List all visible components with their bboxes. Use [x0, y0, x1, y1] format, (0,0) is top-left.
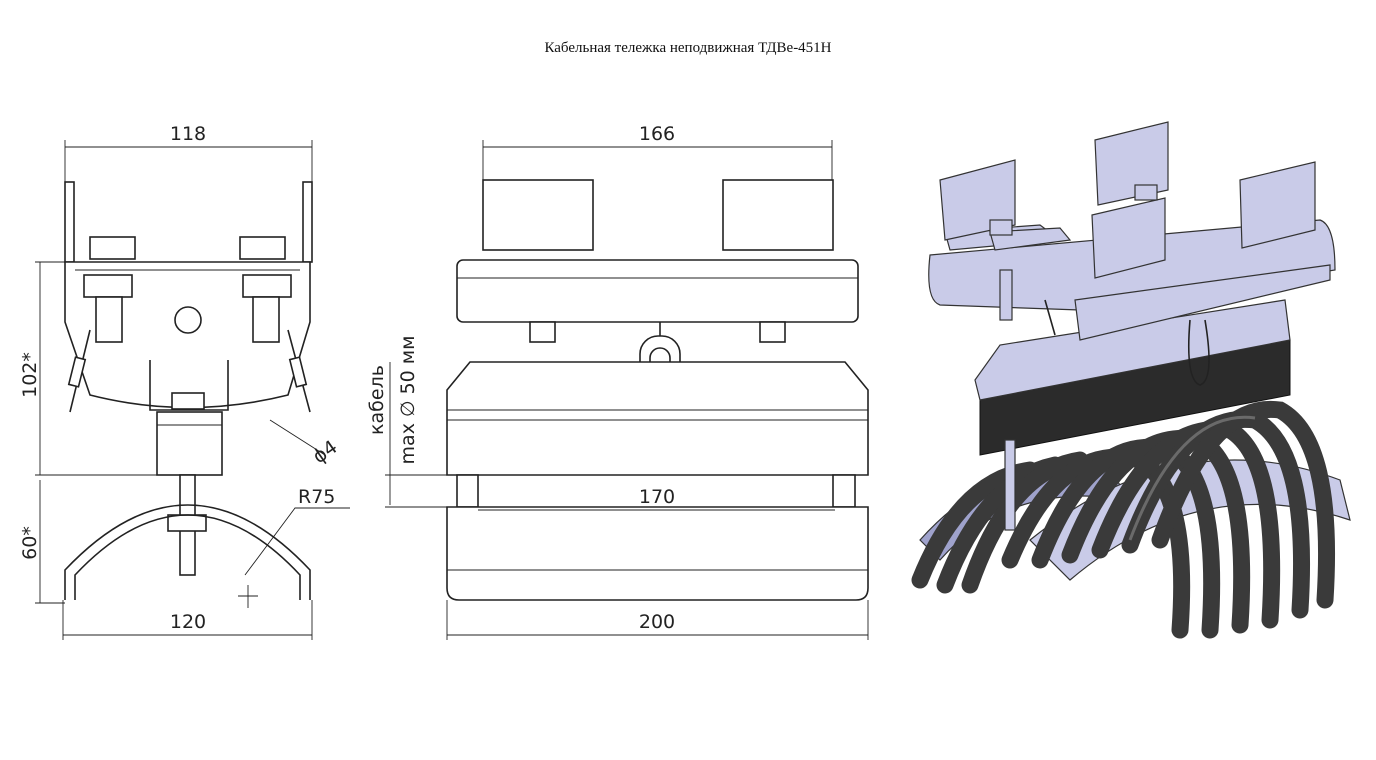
side-view: 118 ϕ4 R75 [19, 123, 350, 640]
isometric-view [911, 121, 1351, 639]
cable-max-diameter: max ∅ 50 мм [397, 336, 419, 465]
bolt-right [239, 236, 292, 343]
dim-front-width-bottom: 200 [639, 611, 675, 633]
bolt-left [83, 236, 136, 343]
dim-front-width-top: 166 [639, 123, 675, 145]
cable-label: кабель [366, 365, 388, 435]
dim-hole-diameter: ϕ4 [309, 436, 342, 468]
front-view: 166 170 кабель max ∅ 50 мм 200 [366, 123, 869, 640]
dim-side-width-top: 118 [170, 123, 206, 145]
drawing-title: Кабельная тележка неподвижная ТДВе-451Н [544, 40, 832, 56]
dim-side-height-lower: 60* [19, 526, 41, 560]
dim-front-width-middle: 170 [639, 486, 675, 508]
dim-side-height-upper: 102* [19, 352, 41, 398]
center-hole [174, 306, 202, 334]
dim-side-width-bottom: 120 [170, 611, 206, 633]
dim-radius: R75 [298, 486, 335, 508]
